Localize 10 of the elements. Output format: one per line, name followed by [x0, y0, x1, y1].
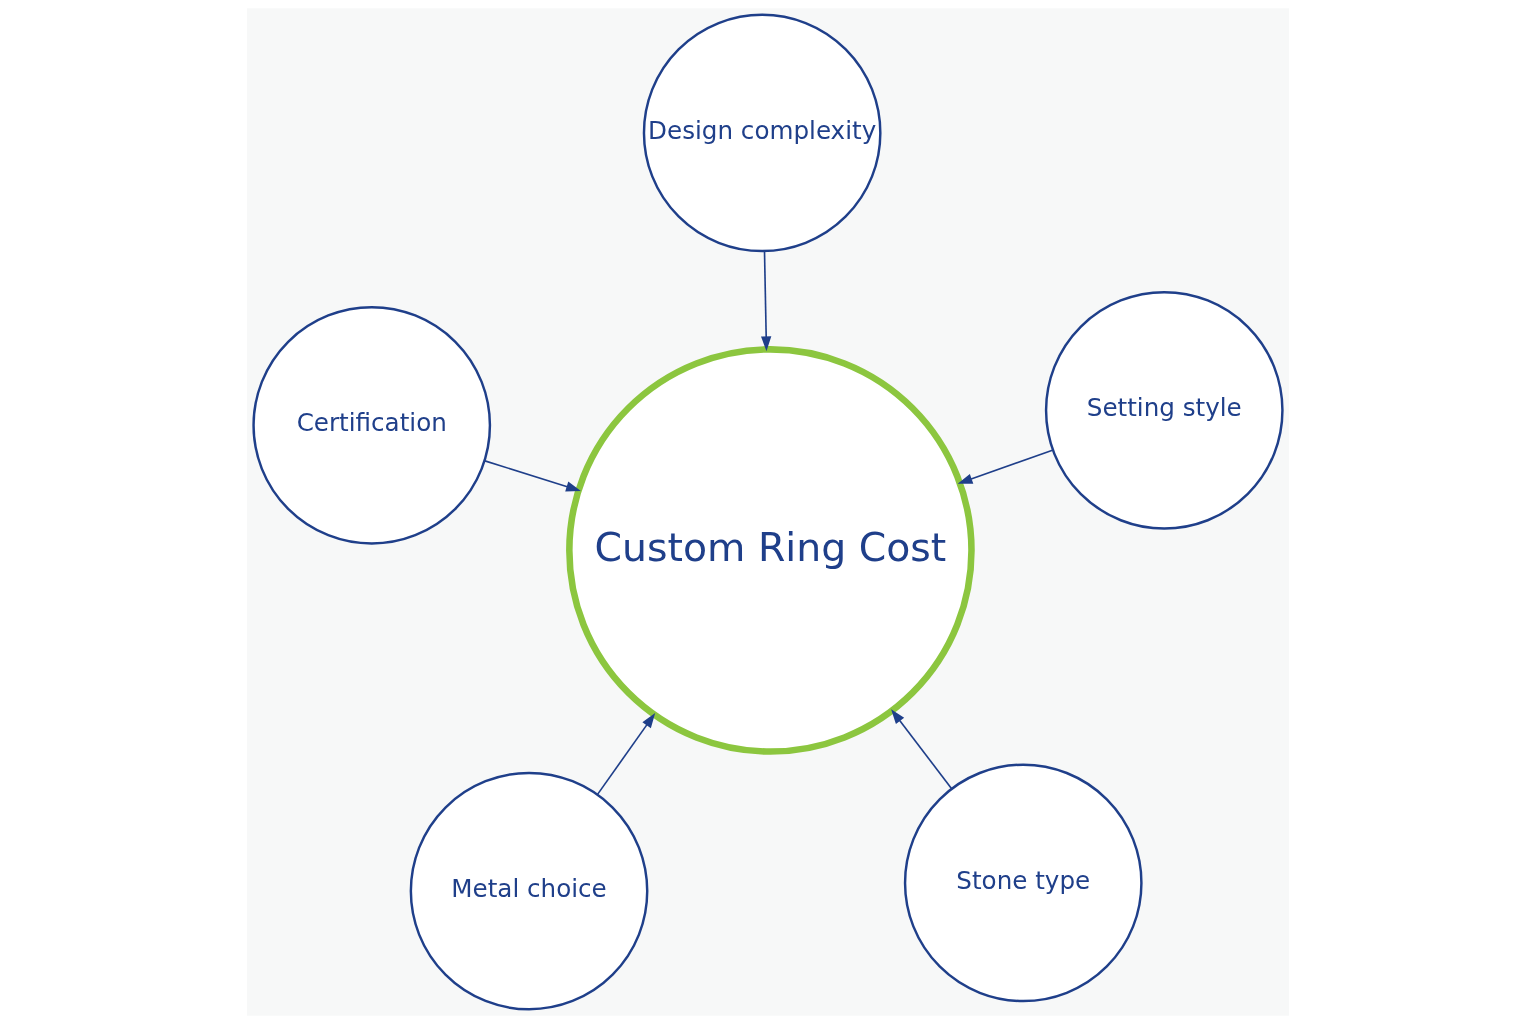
- arrow: [761, 250, 772, 352]
- arrow: [484, 460, 581, 492]
- node-circle: Setting style: [1044, 290, 1284, 530]
- node-circle: Stone type: [903, 763, 1143, 1003]
- node-circle: Certification: [252, 305, 492, 545]
- arrow: [957, 449, 1054, 484]
- arrow: [596, 713, 656, 796]
- node-circle: Metal choice: [409, 771, 649, 1011]
- node-circle: Design complexity: [642, 13, 882, 253]
- arrow: [891, 709, 953, 790]
